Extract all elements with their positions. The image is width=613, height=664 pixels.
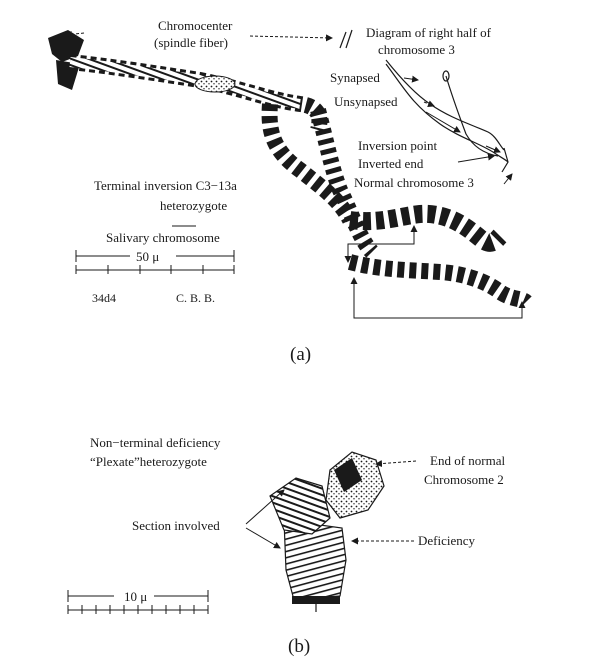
salivary-chromosome-drawing	[48, 30, 532, 309]
non-terminal-deficiency-label: Non−terminal deficiency	[90, 435, 221, 450]
chromosome-3-diagram	[339, 29, 509, 173]
caption-b: (b)	[288, 636, 310, 657]
terminal-inversion-label: Terminal inversion C3−13a	[94, 178, 237, 193]
normal-chromosome-label: Normal chromosome 3	[354, 175, 474, 190]
chromosome-2-label: Chromosome 2	[424, 472, 504, 487]
plexate-heterozygote-label: “Plexate”heterozygote	[90, 454, 207, 469]
scale-bar-50: 50 μ	[75, 249, 235, 274]
inverted-end-label: Inverted end	[358, 156, 424, 171]
scale-10-label: 10 μ	[124, 589, 147, 604]
deficiency-label: Deficiency	[418, 533, 476, 548]
scale-50-label: 50 μ	[136, 249, 159, 264]
chromocenter-label: Chromocenter	[158, 18, 233, 33]
plexate-chromosome-drawing	[269, 451, 385, 612]
spindle-fiber-label: (spindle fiber)	[154, 35, 228, 50]
band-34d4-label: 34d4	[92, 291, 116, 305]
section-involved-label: Section involved	[132, 518, 220, 533]
author-initials: C. B. B.	[176, 291, 215, 305]
diagram-title-line2: chromosome 3	[378, 42, 455, 57]
salivary-chromosome-label: Salivary chromosome	[106, 230, 220, 245]
caption-a: (a)	[290, 344, 311, 365]
synapsed-label: Synapsed	[330, 70, 380, 85]
inversion-point-label: Inversion point	[358, 138, 437, 153]
heterozygote-label: heterozygote	[160, 198, 227, 213]
panel-a: Chromocenter (spindle fiber) Diagram of …	[48, 18, 532, 365]
end-of-normal-label: End of normal	[430, 453, 505, 468]
diagram-title-line1: Diagram of right half of	[366, 25, 492, 40]
scale-bar-10: 10 μ	[67, 589, 209, 614]
panel-b: Non−terminal deficiency “Plexate”heteroz…	[67, 435, 505, 657]
unsynapsed-label: Unsynapsed	[334, 94, 398, 109]
